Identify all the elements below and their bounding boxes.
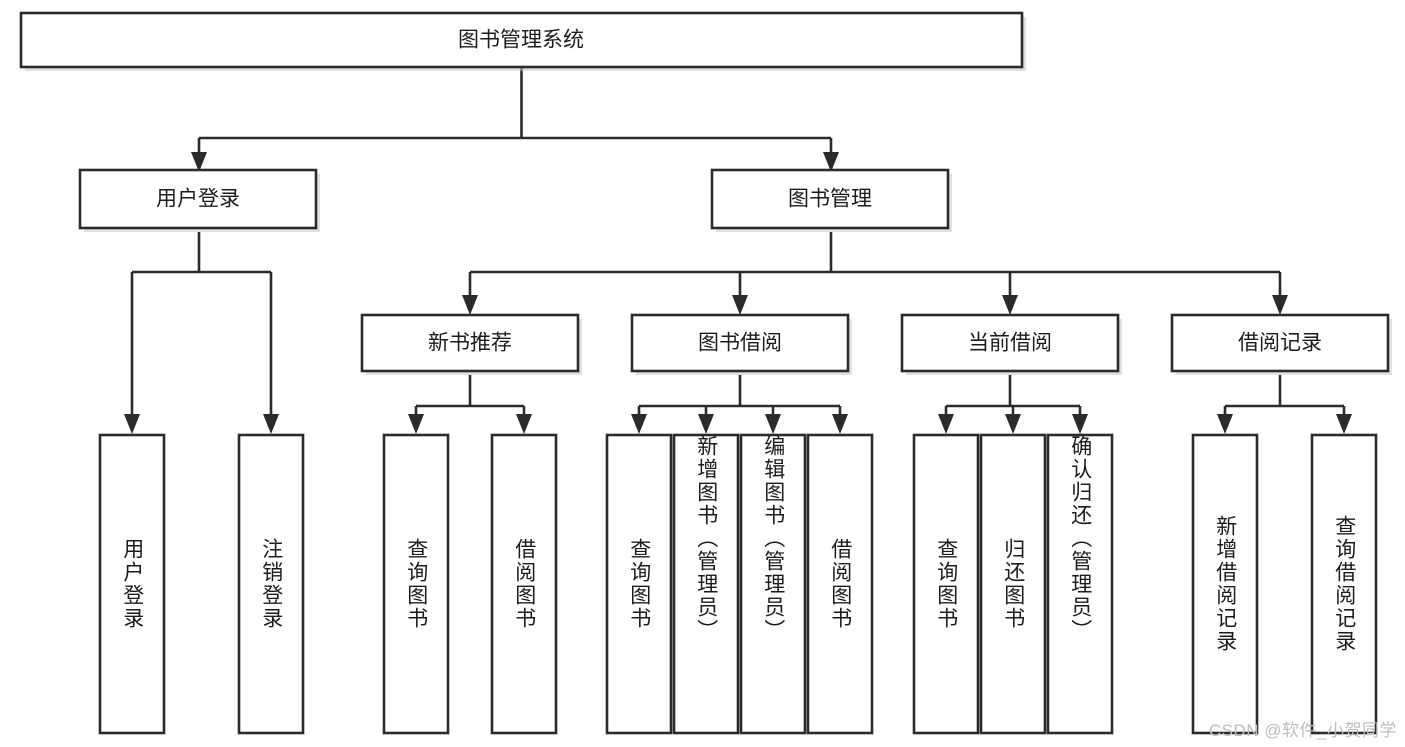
arrowhead-br-leaf2 [1336,414,1352,434]
arrowhead-borrow-record [1272,295,1288,315]
node-user-login-label: 用户登录 [156,188,240,211]
leaf-rect-cb-confirm-return[interactable] [1046,433,1114,735]
node-user-login[interactable]: 用户登录 [78,168,320,232]
arrowhead-leaf-logout [263,414,279,434]
arrowhead-cb-leaf1 [938,414,954,434]
node-root-rect[interactable] [19,11,1024,69]
node-current-borrow-label: 当前借阅 [968,332,1052,355]
arrowhead-user-login [191,152,207,172]
node-borrow-record-rect[interactable] [1170,313,1390,373]
leaf-rect-br-query-record[interactable] [1310,433,1378,735]
arrowhead-bb-leaf1 [631,414,647,434]
node-book-borrow-rect[interactable] [630,313,850,373]
node-root-system[interactable]: 图书管理系统 [19,11,1026,71]
arrowhead-bb-leaf3 [765,414,781,434]
leaf-rect-cb-query-book[interactable] [912,433,980,735]
arrowhead-book-borrow [732,295,748,315]
leaf-rect-nb-borrow-book[interactable] [490,433,558,735]
leaf-rect-cb-return-book[interactable] [979,433,1047,735]
arrowhead-cb-leaf3 [1072,414,1088,434]
connector-group [124,67,1352,434]
node-book-borrow-label: 图书借阅 [698,332,782,355]
node-new-book-recommend[interactable]: 新书推荐 [360,313,582,375]
node-current-borrow-rect[interactable] [900,313,1120,373]
arrowhead-cb-leaf2 [1005,414,1021,434]
node-borrow-record[interactable]: 借阅记录 [1170,313,1392,375]
arrowhead-nb-leaf2 [516,414,532,434]
node-new-book-rect[interactable] [360,313,580,373]
arrowhead-bb-leaf2 [698,414,714,434]
leaf-rect-nb-query-book[interactable] [382,433,450,735]
node-current-borrow[interactable]: 当前借阅 [900,313,1122,375]
node-book-manage[interactable]: 图书管理 [710,168,952,232]
node-root-label: 图书管理系统 [458,29,584,52]
node-book-borrow[interactable]: 图书借阅 [630,313,852,375]
node-book-manage-label: 图书管理 [788,188,872,211]
leaf-rect-br-add-record[interactable] [1191,433,1259,735]
node-book-manage-rect[interactable] [710,168,950,230]
arrowhead-bb-leaf4 [832,414,848,434]
leaf-rect-bb-query-book[interactable] [605,433,673,735]
leaf-rect-user-login[interactable] [98,433,166,735]
arrowhead-leaf-user-login [124,414,140,434]
arrowhead-current-borrow [1002,295,1018,315]
leaf-rect-bb-borrow-book[interactable] [806,433,874,735]
arrowhead-br-leaf1 [1217,414,1233,434]
node-user-login-rect[interactable] [78,168,318,230]
arrowhead-book-manage [823,152,839,172]
node-borrow-record-label: 借阅记录 [1238,332,1322,355]
leaf-rect-bb-add-book[interactable] [672,433,740,735]
node-new-book-label: 新书推荐 [428,332,512,355]
arrowhead-new-book [462,295,478,315]
watermark-text: CSDN @软件_小贺同学 [1208,721,1397,740]
arrowhead-nb-leaf1 [408,414,424,434]
leaf-rect-logout[interactable] [237,433,305,735]
leaf-rect-bb-edit-book[interactable] [739,433,807,735]
